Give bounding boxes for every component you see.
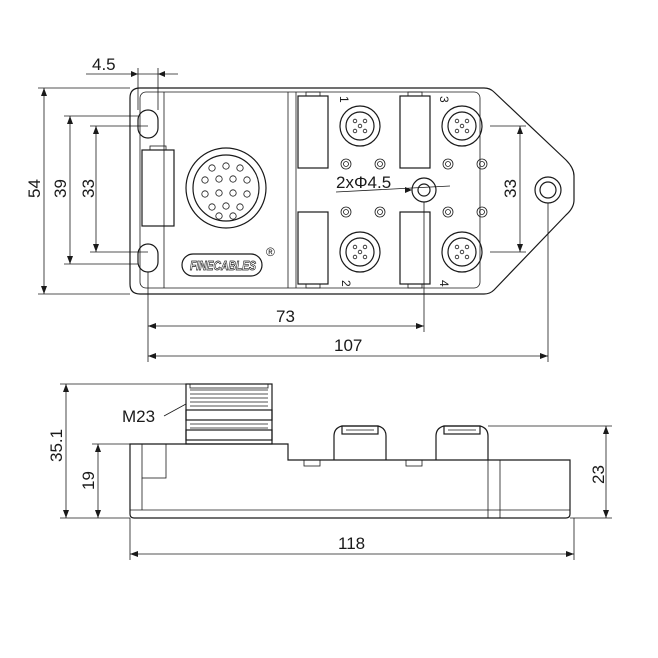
led-window-tab-1	[305, 91, 321, 97]
m12-port-4	[441, 231, 483, 273]
dim-hole-span-right-text: 33	[501, 179, 520, 198]
dim-hole-span-left-text: 33	[79, 179, 98, 198]
slot-hole-top	[137, 109, 159, 139]
brand-logo-text: FINECABLES	[190, 258, 256, 273]
m23-connector-inner	[192, 154, 260, 222]
connector-label: M23	[122, 407, 155, 426]
registered-mark: ®	[266, 245, 275, 259]
led-window-3	[399, 95, 431, 169]
dim-length-text: 118	[338, 534, 365, 553]
dim-hole-offset-arrows	[131, 71, 165, 77]
label-window-tab	[149, 145, 167, 151]
dim-body-height-arrows	[95, 444, 101, 518]
port-number-2: 2	[339, 280, 353, 287]
side-m12-port-2	[435, 425, 489, 460]
led-window-2	[297, 211, 329, 285]
led-window-tab-4	[407, 283, 423, 289]
port-number-3: 3	[437, 96, 451, 103]
side-m12-port-1	[333, 425, 387, 460]
m23-pin-grid	[201, 162, 251, 220]
brand-logo-frame	[181, 253, 263, 277]
dim-body-height-text: 19	[79, 471, 98, 490]
dim-height-text: 54	[25, 179, 44, 198]
top-view: FINECABLES ® 1 2 3 4	[25, 55, 575, 362]
connector-leader-line	[163, 403, 187, 417]
side-view: M23 35.1 19 23 118	[47, 383, 612, 560]
side-tab-1	[303, 459, 321, 467]
label-window	[141, 149, 175, 227]
side-body-outline	[129, 443, 571, 519]
led-window-tab-2	[305, 283, 321, 289]
center-mount-hole-inner	[417, 183, 431, 197]
m12-port-1	[339, 105, 381, 147]
m12-port-3	[441, 105, 483, 147]
dim-span-107-text: 107	[334, 336, 362, 355]
led-window-4	[399, 211, 431, 285]
led-window-tab-3	[407, 91, 423, 97]
dim-slot-span-text: 39	[51, 179, 70, 198]
m23-connector-face	[185, 147, 267, 229]
dim-span-73-text: 73	[276, 307, 295, 326]
dim-mount-hole-arrow	[405, 187, 412, 193]
dim-mount-hole-leader	[335, 185, 451, 193]
led-window-1	[297, 95, 329, 169]
slot-hole-bottom	[137, 243, 159, 273]
dim-right-height-text: 23	[589, 465, 608, 484]
center-mount-hole-outer	[411, 177, 437, 203]
dim-hole-offset-text: 4.5	[92, 55, 116, 74]
side-m23-connector	[185, 383, 273, 445]
side-label-window	[141, 443, 167, 479]
port-number-1: 1	[337, 96, 351, 103]
right-mount-hole-outer	[534, 176, 562, 204]
side-tab-2	[405, 459, 423, 467]
port-number-4: 4	[437, 280, 451, 287]
body-outline	[129, 87, 575, 295]
m12-port-2	[339, 231, 381, 273]
dim-mount-hole-text: 2xΦ4.5	[336, 173, 391, 192]
right-mount-hole-inner	[539, 181, 557, 199]
status-leds	[340, 158, 488, 218]
dim-total-height-text: 35.1	[47, 429, 66, 462]
